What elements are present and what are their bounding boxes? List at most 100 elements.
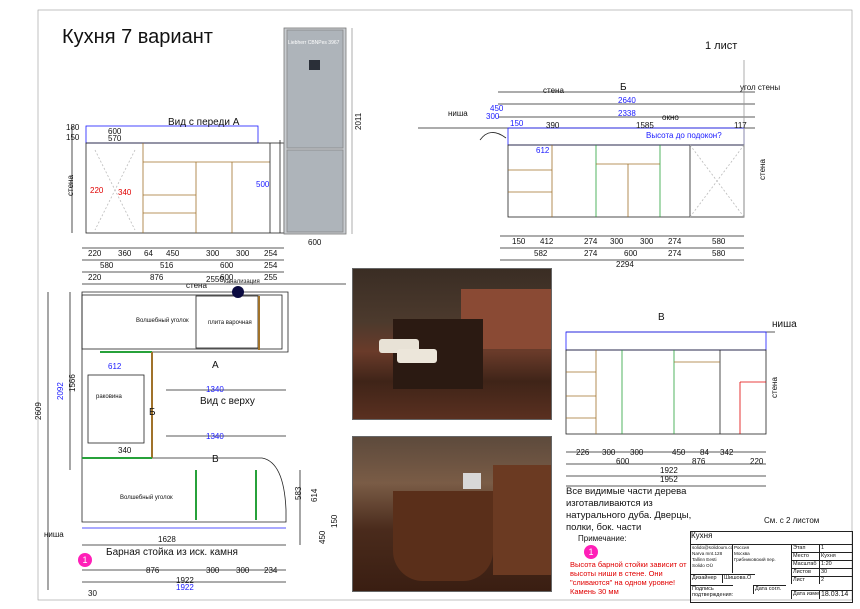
- front-red-dim-220: 220: [90, 186, 104, 195]
- render-photo-1: [352, 268, 552, 420]
- top-dim-2609: 2609: [34, 402, 43, 420]
- stamp-date-change-label: Дата измен.: [791, 590, 820, 599]
- drawing-marker: 1: [78, 553, 92, 567]
- stamp-list-label: Лист: [791, 576, 820, 584]
- bar-height-note: Высота барной стойки зависит от высоты н…: [570, 560, 687, 596]
- front-dim-row1-0: 220: [88, 249, 102, 258]
- view-v-dim-1-3: 450: [672, 448, 686, 457]
- front-dim-row1-3: 450: [166, 249, 180, 258]
- front-dim-row3-0: 220: [88, 273, 102, 282]
- front-top-dim-4: 570: [108, 134, 122, 143]
- magic-corner-label-bottom: Волшебный уголок: [120, 495, 173, 501]
- stamp-date-change: 18.03.14: [819, 590, 853, 599]
- front-wall-label: стена: [66, 175, 75, 196]
- fridge-width-dim: 600: [308, 238, 322, 247]
- view-b-dim-117: 117: [734, 121, 747, 130]
- front-dim-row2-2: 600: [220, 261, 234, 270]
- view-b-dim-2640: 2640: [618, 96, 636, 105]
- view-b-bottom1-3: 300: [610, 237, 624, 246]
- stamp-sheets: 30: [819, 568, 853, 576]
- view-b-dim-300: 300: [486, 112, 500, 121]
- view-b-bottom1-0: 150: [512, 237, 526, 246]
- front-top-dim-2: 150: [66, 133, 80, 142]
- top-dim-1628: 1628: [158, 535, 176, 544]
- view-v-dim-1-4: 84: [700, 448, 709, 457]
- hob-label: плита варочная: [208, 320, 252, 326]
- view-b-dim-390: 390: [546, 121, 560, 130]
- view-b-dim-1585: 1585: [636, 121, 654, 130]
- view-b-dim-2338: 2338: [618, 109, 636, 118]
- front-total-dim: 2550: [206, 275, 224, 284]
- top-dim-300-a: 300: [206, 566, 220, 575]
- top-wall-label: стена: [186, 281, 207, 290]
- stamp-title: Кухня: [691, 531, 713, 540]
- magic-corner-label-top: Волшебный уголок: [136, 318, 189, 324]
- view-v: [565, 331, 775, 487]
- note-heading: Примечание:: [578, 534, 627, 543]
- view-v-dim-2-2: 220: [750, 457, 764, 466]
- view-v-dim-1-1: 300: [602, 448, 616, 457]
- top-dim-30: 30: [88, 589, 97, 598]
- stamp-designer: Шишова.О: [722, 574, 755, 583]
- note-marker: 1: [584, 545, 598, 559]
- view-v-dim-1-0: 226: [576, 448, 590, 457]
- stamp-mesto: Кухня: [819, 552, 853, 560]
- page-title: Кухня 7 вариант: [62, 26, 213, 48]
- top-view-label: Вид с верху: [200, 396, 255, 407]
- view-b-dim-612: 612: [536, 146, 550, 155]
- front-dim-row2-0: 580: [100, 261, 114, 270]
- front-dim-row1-2: 64: [144, 249, 153, 258]
- top-dim-234: 234: [264, 566, 278, 575]
- stamp-company-street: Narva mnt.128: [692, 551, 723, 556]
- stamp-place: Россия Москва Грибниковский пер.: [732, 544, 793, 573]
- stamp-place-street: Грибниковский пер.: [734, 557, 776, 562]
- top-dim-876: 876: [146, 566, 160, 575]
- view-v-wall-label: стена: [770, 377, 779, 398]
- sewer-label: канализация: [224, 279, 260, 285]
- front-dim-row2-1: 516: [160, 261, 174, 270]
- top-dim-1340-a: 1340: [206, 385, 224, 394]
- stamp-date-label: Дата согл.: [753, 585, 786, 594]
- view-b-bottom2-2: 600: [624, 249, 638, 258]
- top-niche-label: ниша: [44, 530, 64, 539]
- window-height-label: Высота до подокон?: [646, 131, 722, 140]
- view-v-total-1952: 1952: [660, 475, 678, 484]
- view-front-a-label: Вид с переди А: [168, 117, 240, 128]
- wood-note: Все видимые части дерева изготавливаются…: [566, 486, 692, 533]
- front-dim-row1-1: 360: [118, 249, 132, 258]
- view-b-bottom2-1: 274: [584, 249, 598, 258]
- view-v-dim-1-2: 300: [630, 448, 644, 457]
- view-b-letter: Б: [620, 82, 627, 93]
- view-b-bottom1-4: 300: [640, 237, 654, 246]
- window-label: окно: [662, 113, 679, 122]
- view-v-dim-2-0: 600: [616, 457, 630, 466]
- top-dim-1340-b: 1340: [206, 432, 224, 441]
- view-v-total-1922: 1922: [660, 466, 678, 475]
- sheet-number: 1 лист: [705, 40, 738, 52]
- front-dim-row1-4: 300: [206, 249, 220, 258]
- front-dim-row3-1: 876: [150, 273, 164, 282]
- top-dim-340: 340: [118, 446, 132, 455]
- front-right-dim-500: 500: [256, 180, 270, 189]
- front-dim-row3-3: 255: [264, 273, 278, 282]
- view-b-bottom1-2: 274: [584, 237, 598, 246]
- view-b-wall-label: стена: [543, 86, 564, 95]
- view-b-bottom2-4: 580: [712, 249, 726, 258]
- front-dim-row3-2: 600: [220, 273, 234, 282]
- top-dim-300-b: 300: [236, 566, 250, 575]
- stamp-etap-label: Этап: [791, 544, 820, 552]
- view-b-dim-450: 450: [490, 104, 504, 113]
- view-v-dim-2-1: 876: [692, 457, 706, 466]
- view-b-bottom2-3: 274: [668, 249, 682, 258]
- top-dim-614: 614: [310, 488, 319, 502]
- top-dim-450: 450: [318, 530, 327, 544]
- stamp-place-country: Россия: [734, 545, 750, 550]
- view-b-bottom1-1: 412: [540, 237, 554, 246]
- stamp-etap: 1: [819, 544, 853, 552]
- top-dim-1922-a: 1922: [176, 576, 194, 585]
- stamp-sign-label: Подпись подтверждения:: [691, 585, 733, 602]
- top-view-v-letter: В: [212, 454, 219, 465]
- stamp-mesto-label: Место: [791, 552, 820, 560]
